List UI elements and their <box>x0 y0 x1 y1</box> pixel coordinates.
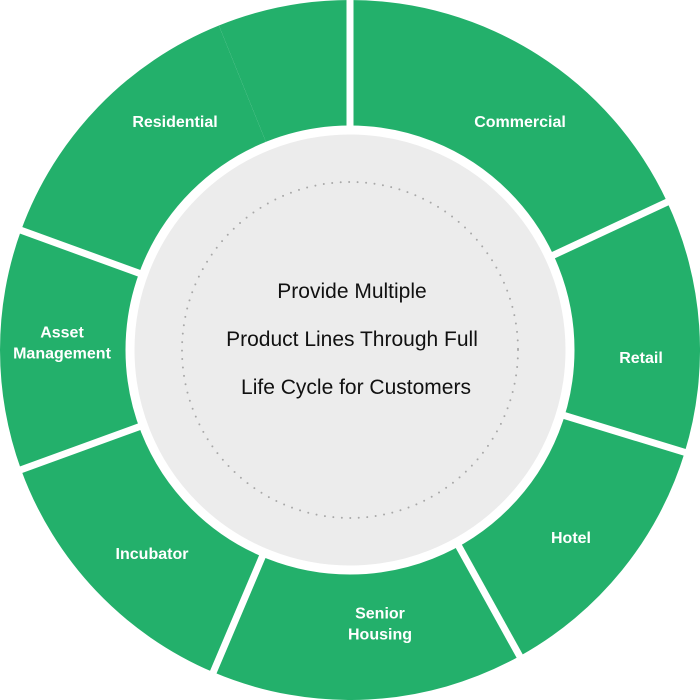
segment-separator <box>549 408 692 458</box>
segment-separator <box>538 196 675 265</box>
label-residential-line: Residential <box>132 114 217 131</box>
dotted-ring <box>181 181 519 519</box>
label-senior-housing-line: Housing <box>348 627 412 644</box>
center-circle <box>125 125 575 575</box>
segment-residential <box>21 25 270 277</box>
label-commercial: Commercial <box>474 114 566 131</box>
label-asset-management-line: Management <box>13 346 111 363</box>
center-text-line-2: Product Lines Through Full <box>226 328 478 351</box>
label-incubator-line: Incubator <box>116 546 189 563</box>
center-text-line-1: Provide Multiple <box>277 280 426 303</box>
ring-separators <box>14 0 692 680</box>
label-incubator: Incubator <box>116 546 189 563</box>
center-text: Provide Multiple Product Lines Through F… <box>226 280 478 399</box>
center-text-line-3: Life Cycle for Customers <box>241 376 471 399</box>
segment-separator <box>14 224 154 282</box>
segment-separator <box>448 531 526 664</box>
segment-commercial <box>350 0 668 260</box>
label-commercial-line: Commercial <box>474 114 566 131</box>
label-senior-housing-line: Senior <box>355 606 405 623</box>
label-retail: Retail <box>619 350 663 367</box>
label-hotel: Hotel <box>551 530 591 547</box>
segment-incubator <box>21 423 266 673</box>
segment-asset-management <box>0 230 148 470</box>
segment-commercial <box>218 0 350 151</box>
label-hotel-line: Hotel <box>551 530 591 547</box>
segment-separator <box>14 418 154 476</box>
label-asset-management-line: Asset <box>40 325 84 342</box>
label-residential: Residential <box>132 114 217 131</box>
segment-separator <box>207 541 272 680</box>
segment-retail <box>544 202 700 453</box>
segment-hotel <box>454 412 685 657</box>
segment-senior-housing <box>213 538 520 700</box>
label-retail-line: Retail <box>619 350 663 367</box>
